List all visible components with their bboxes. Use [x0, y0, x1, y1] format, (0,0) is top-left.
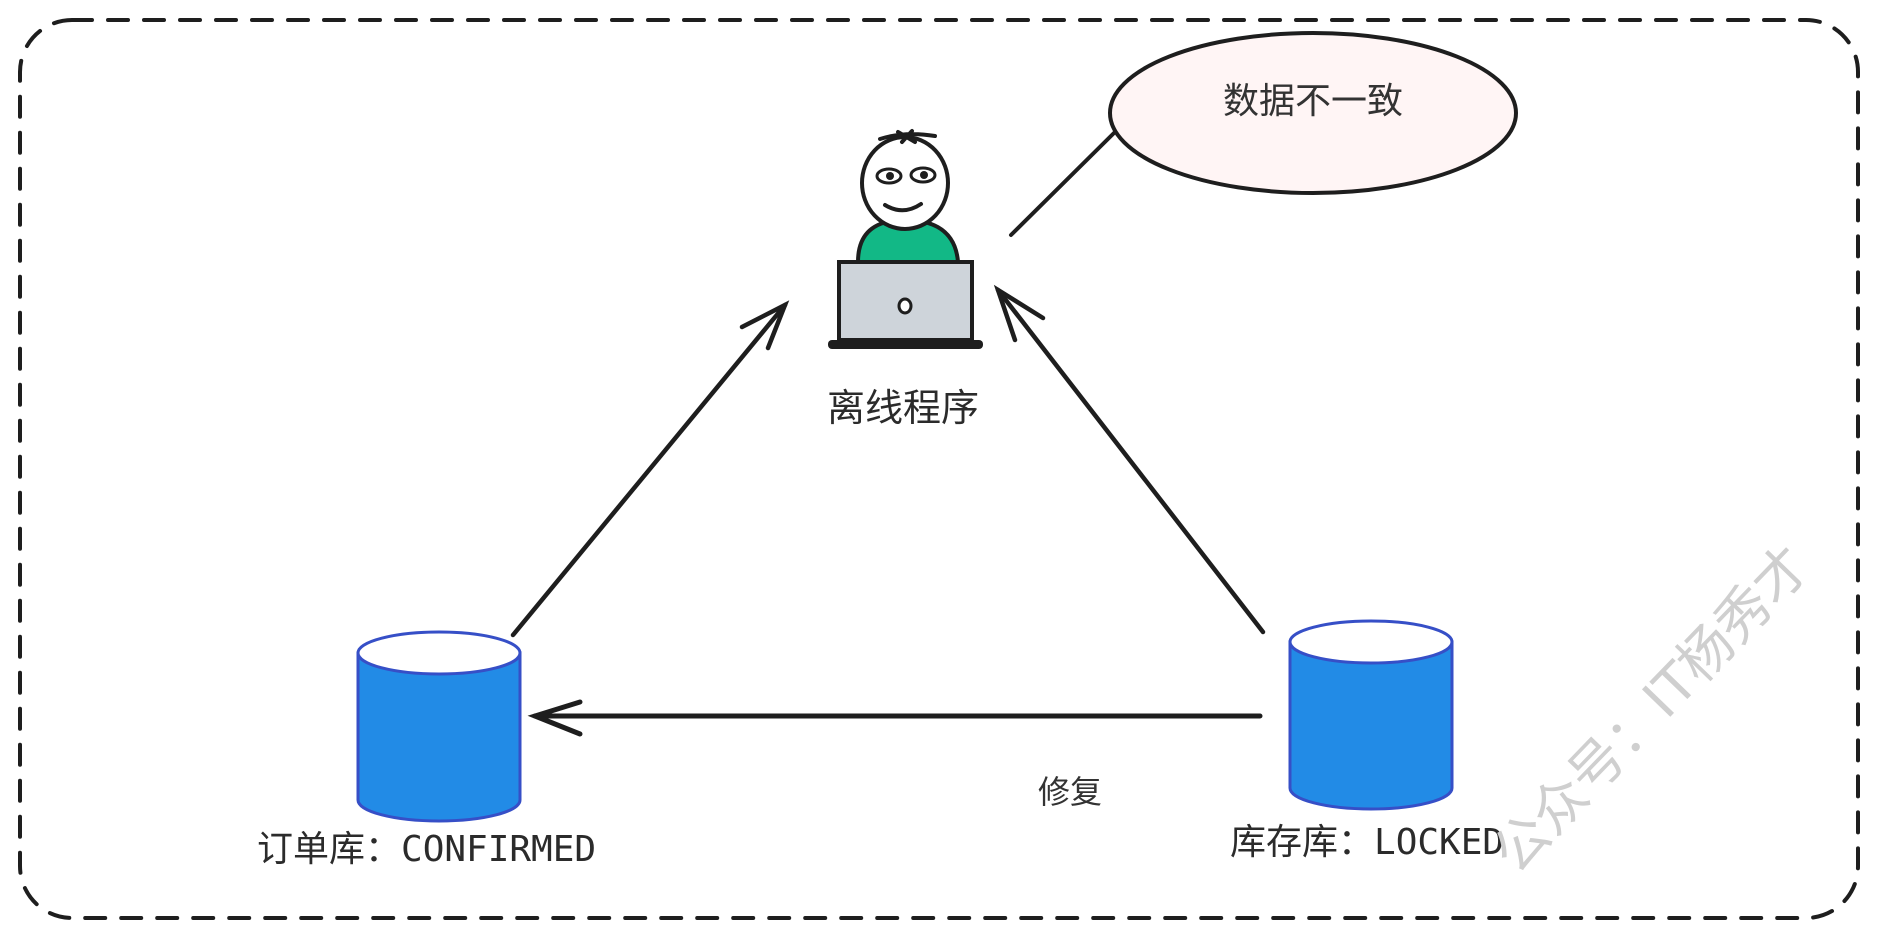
laptop-logo — [897, 297, 913, 315]
offline-program-label: 离线程序 — [827, 386, 980, 430]
stock-db-status: LOCKED — [1374, 822, 1505, 863]
callout-line — [1009, 130, 1117, 237]
arrow-stock-to-program — [993, 284, 1266, 635]
arrow-order-to-program — [510, 300, 790, 638]
person-icon — [828, 129, 983, 349]
order-db-status: CONFIRMED — [401, 829, 597, 870]
order-db-label: 订单库：CONFIRMED — [257, 832, 596, 868]
hair — [878, 129, 937, 144]
order-database-icon — [356, 630, 522, 823]
stock-db-name: 库存库： — [1230, 822, 1375, 863]
arrow-repair — [527, 699, 1263, 737]
stock-db-label: 库存库：LOCKED — [1230, 825, 1504, 861]
smile — [883, 202, 923, 213]
repair-label: 修复 — [1038, 773, 1103, 811]
head — [860, 135, 950, 231]
speech-bubble — [1108, 31, 1518, 195]
order-db-name: 订单库： — [257, 829, 402, 870]
laptop-base — [828, 340, 983, 349]
stock-database-icon — [1288, 619, 1454, 811]
bubble-text: 数据不一致 — [1223, 81, 1404, 122]
dashed-frame — [18, 18, 1860, 920]
